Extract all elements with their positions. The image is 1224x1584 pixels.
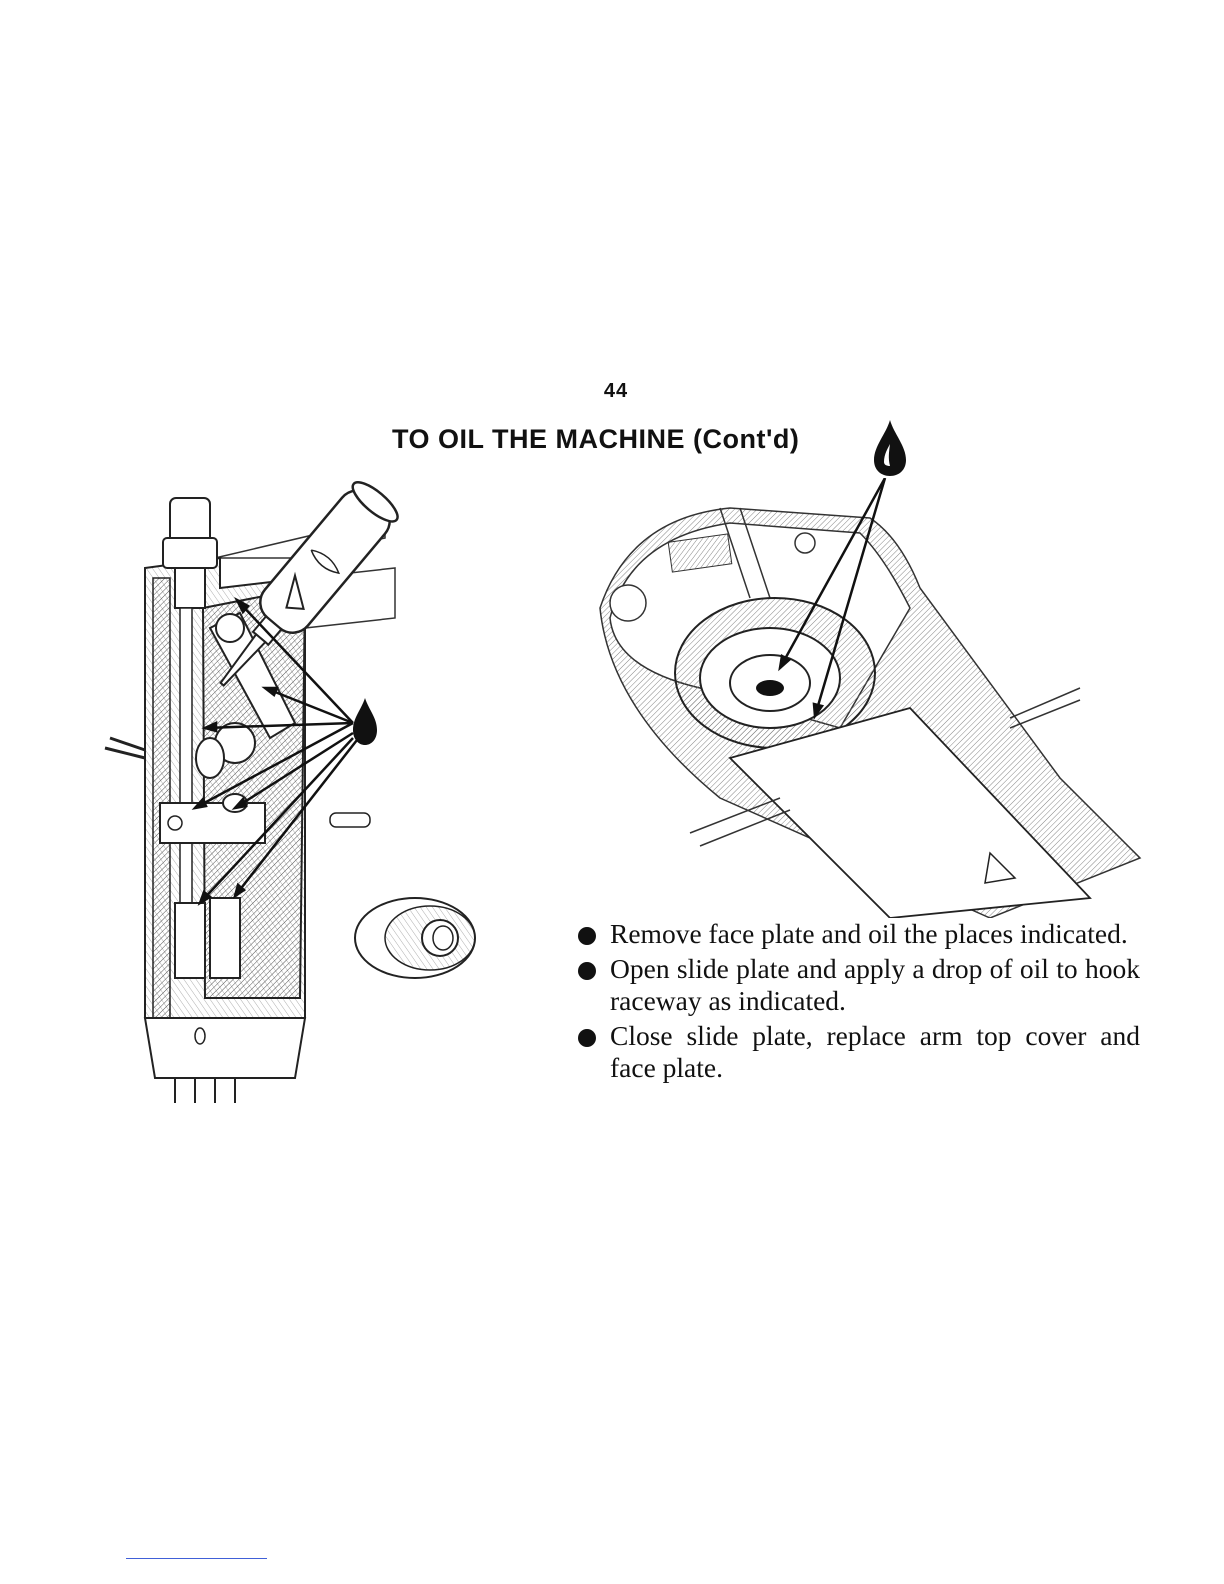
instruction-item: Remove face plate and oil the places ind… (575, 918, 1140, 950)
page-number: 44 (0, 380, 1224, 403)
bullet-dot (578, 927, 596, 945)
page-title: TO OIL THE MACHINE (Cont'd) (392, 424, 799, 455)
bullet-dot (578, 1029, 596, 1047)
instruction-text: Close slide plate, replace arm top cover… (610, 1020, 1140, 1083)
tension-dial (330, 813, 475, 978)
instruction-item: Open slide plate and apply a drop of oil… (575, 953, 1140, 1017)
hook-raceway-illustration (590, 478, 1150, 918)
oil-drop-icon (353, 698, 377, 745)
footer-rule (126, 1558, 267, 1559)
instruction-text: Remove face plate and oil the places ind… (610, 918, 1128, 949)
bullet-dot (578, 962, 596, 980)
instruction-item: Close slide plate, replace arm top cover… (575, 1020, 1140, 1084)
oil-drop-icon (870, 418, 910, 478)
face-plate-mechanism-illustration (95, 478, 565, 1118)
instruction-list: Remove face plate and oil the places ind… (575, 918, 1140, 1087)
instruction-text: Open slide plate and apply a drop of oil… (610, 953, 1140, 1016)
